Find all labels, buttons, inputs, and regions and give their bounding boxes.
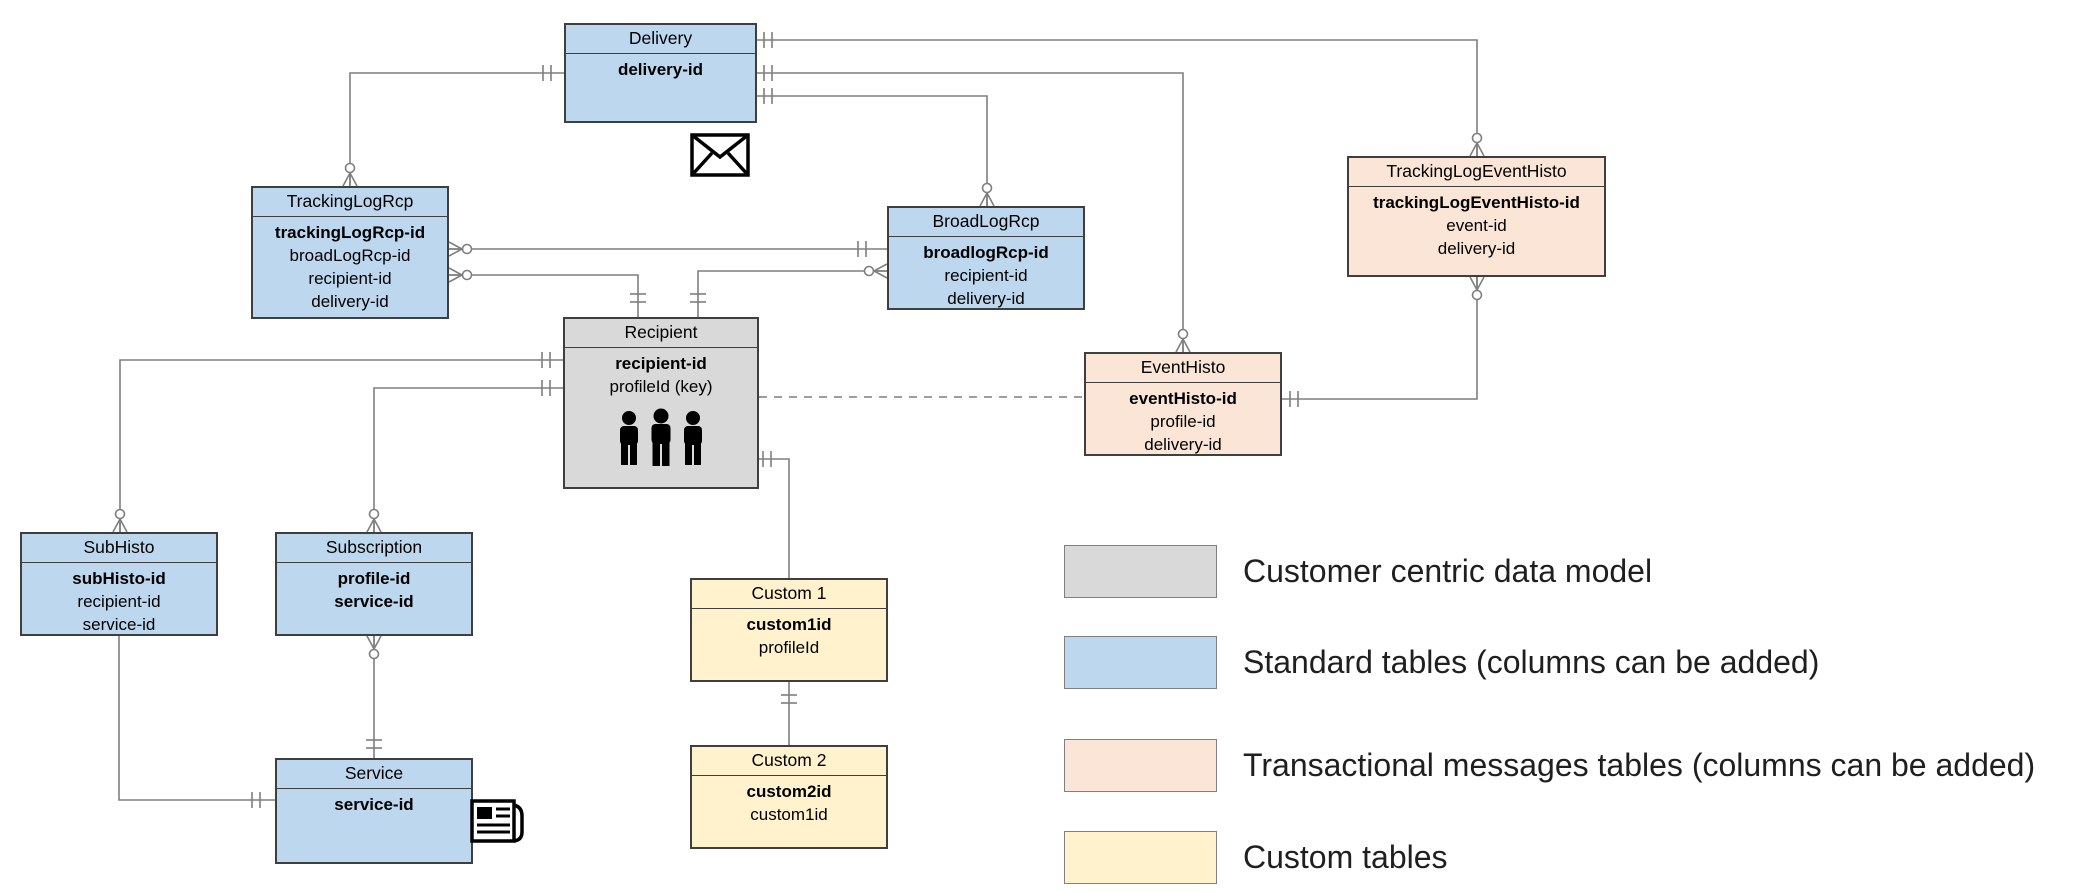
field-trackinglogrcp-id: trackingLogRcp-id (274, 223, 426, 242)
entity-trackinglogrcp-title: TrackingLogRcp (253, 188, 447, 217)
field-recipient-id: recipient-id (77, 592, 161, 611)
entity-custom1-title: Custom 1 (692, 580, 886, 609)
legend-label-customer-centric: Customer centric data model (1243, 553, 1653, 589)
entity-broadlogrcp-title: BroadLogRcp (889, 208, 1083, 237)
field-delivery-id: delivery-id (1437, 239, 1516, 258)
legend-swatch-transactional (1064, 739, 1217, 792)
field-service-id: service-id (334, 592, 414, 611)
field-subhisto-id: subHisto-id (72, 569, 166, 588)
field-recipient-id: recipient-id (944, 266, 1028, 285)
field-broadlogrcp-id: broadLogRcp-id (289, 246, 411, 265)
entity-custom2: Custom 2 custom2id custom1id (690, 745, 888, 849)
legend-swatch-custom (1064, 831, 1217, 884)
entity-subscription: Subscription profile-id service-id (275, 532, 473, 636)
field-service-id: service-id (334, 795, 414, 814)
entity-service-title: Service (277, 760, 471, 789)
envelope-icon (690, 133, 750, 177)
field-recipient-id: recipient-id (308, 269, 392, 288)
field-trackinglogeventhisto-id: trackingLogEventHisto-id (1373, 193, 1580, 212)
field-custom1id: custom1id (750, 805, 828, 824)
legend-item-custom: Custom tables (1064, 831, 1448, 884)
legend-item-standard: Standard tables (columns can be added) (1064, 636, 1819, 689)
entity-recipient: Recipient recipient-id profileId (key) (563, 317, 759, 489)
entity-recipient-title: Recipient (565, 319, 757, 348)
entity-subhisto: SubHisto subHisto-id recipient-id servic… (20, 532, 218, 636)
legend-item-customer-centric: Customer centric data model (1064, 545, 1652, 598)
entity-subscription-title: Subscription (277, 534, 471, 563)
entity-trackinglogeventhisto: TrackingLogEventHisto trackingLogEventHi… (1347, 156, 1606, 277)
entity-eventhisto-title: EventHisto (1086, 354, 1280, 383)
entity-eventhisto: EventHisto eventHisto-id profile-id deli… (1084, 352, 1282, 456)
field-eventhisto-id: eventHisto-id (1129, 389, 1237, 408)
field-recipient-id: recipient-id (615, 354, 707, 373)
legend-swatch-standard (1064, 636, 1217, 689)
entity-subhisto-title: SubHisto (22, 534, 216, 563)
field-profile-id: profile-id (337, 569, 411, 588)
legend-swatch-customer-centric (1064, 545, 1217, 598)
field-delivery-id: delivery-id (311, 292, 389, 311)
entity-delivery: Delivery delivery-id (564, 23, 757, 123)
legend-item-transactional: Transactional messages tables (columns c… (1064, 739, 2035, 792)
field-delivery-id: delivery-id (947, 289, 1025, 308)
legend-label-custom: Custom tables (1243, 839, 1448, 875)
field-service-id: service-id (82, 615, 156, 634)
legend-label-standard: Standard tables (columns can be added) (1243, 644, 1820, 680)
newspaper-icon (470, 799, 524, 843)
field-profileid: profileId (758, 638, 820, 657)
entity-service: Service service-id (275, 758, 473, 864)
entity-custom2-title: Custom 2 (692, 747, 886, 776)
field-custom2id: custom2id (746, 782, 832, 801)
field-delivery-id: delivery-id (617, 60, 704, 79)
field-broadlogrcp-id: broadlogRcp-id (923, 243, 1049, 262)
field-event-id: event-id (1446, 216, 1507, 235)
entity-trackinglogrcp: TrackingLogRcp trackingLogRcp-id broadLo… (251, 186, 449, 319)
legend-label-transactional: Transactional messages tables (columns c… (1243, 747, 2036, 783)
people-icon (620, 408, 702, 466)
field-profileid-key: profileId (key) (609, 377, 713, 396)
entity-trackinglogeventhisto-title: TrackingLogEventHisto (1349, 158, 1604, 187)
field-delivery-id: delivery-id (1144, 435, 1222, 454)
entity-broadlogrcp: BroadLogRcp broadlogRcp-id recipient-id … (887, 206, 1085, 310)
entity-delivery-title: Delivery (566, 25, 755, 54)
field-custom1id: custom1id (746, 615, 832, 634)
field-profile-id: profile-id (1150, 412, 1216, 431)
entity-custom1: Custom 1 custom1id profileId (690, 578, 888, 682)
